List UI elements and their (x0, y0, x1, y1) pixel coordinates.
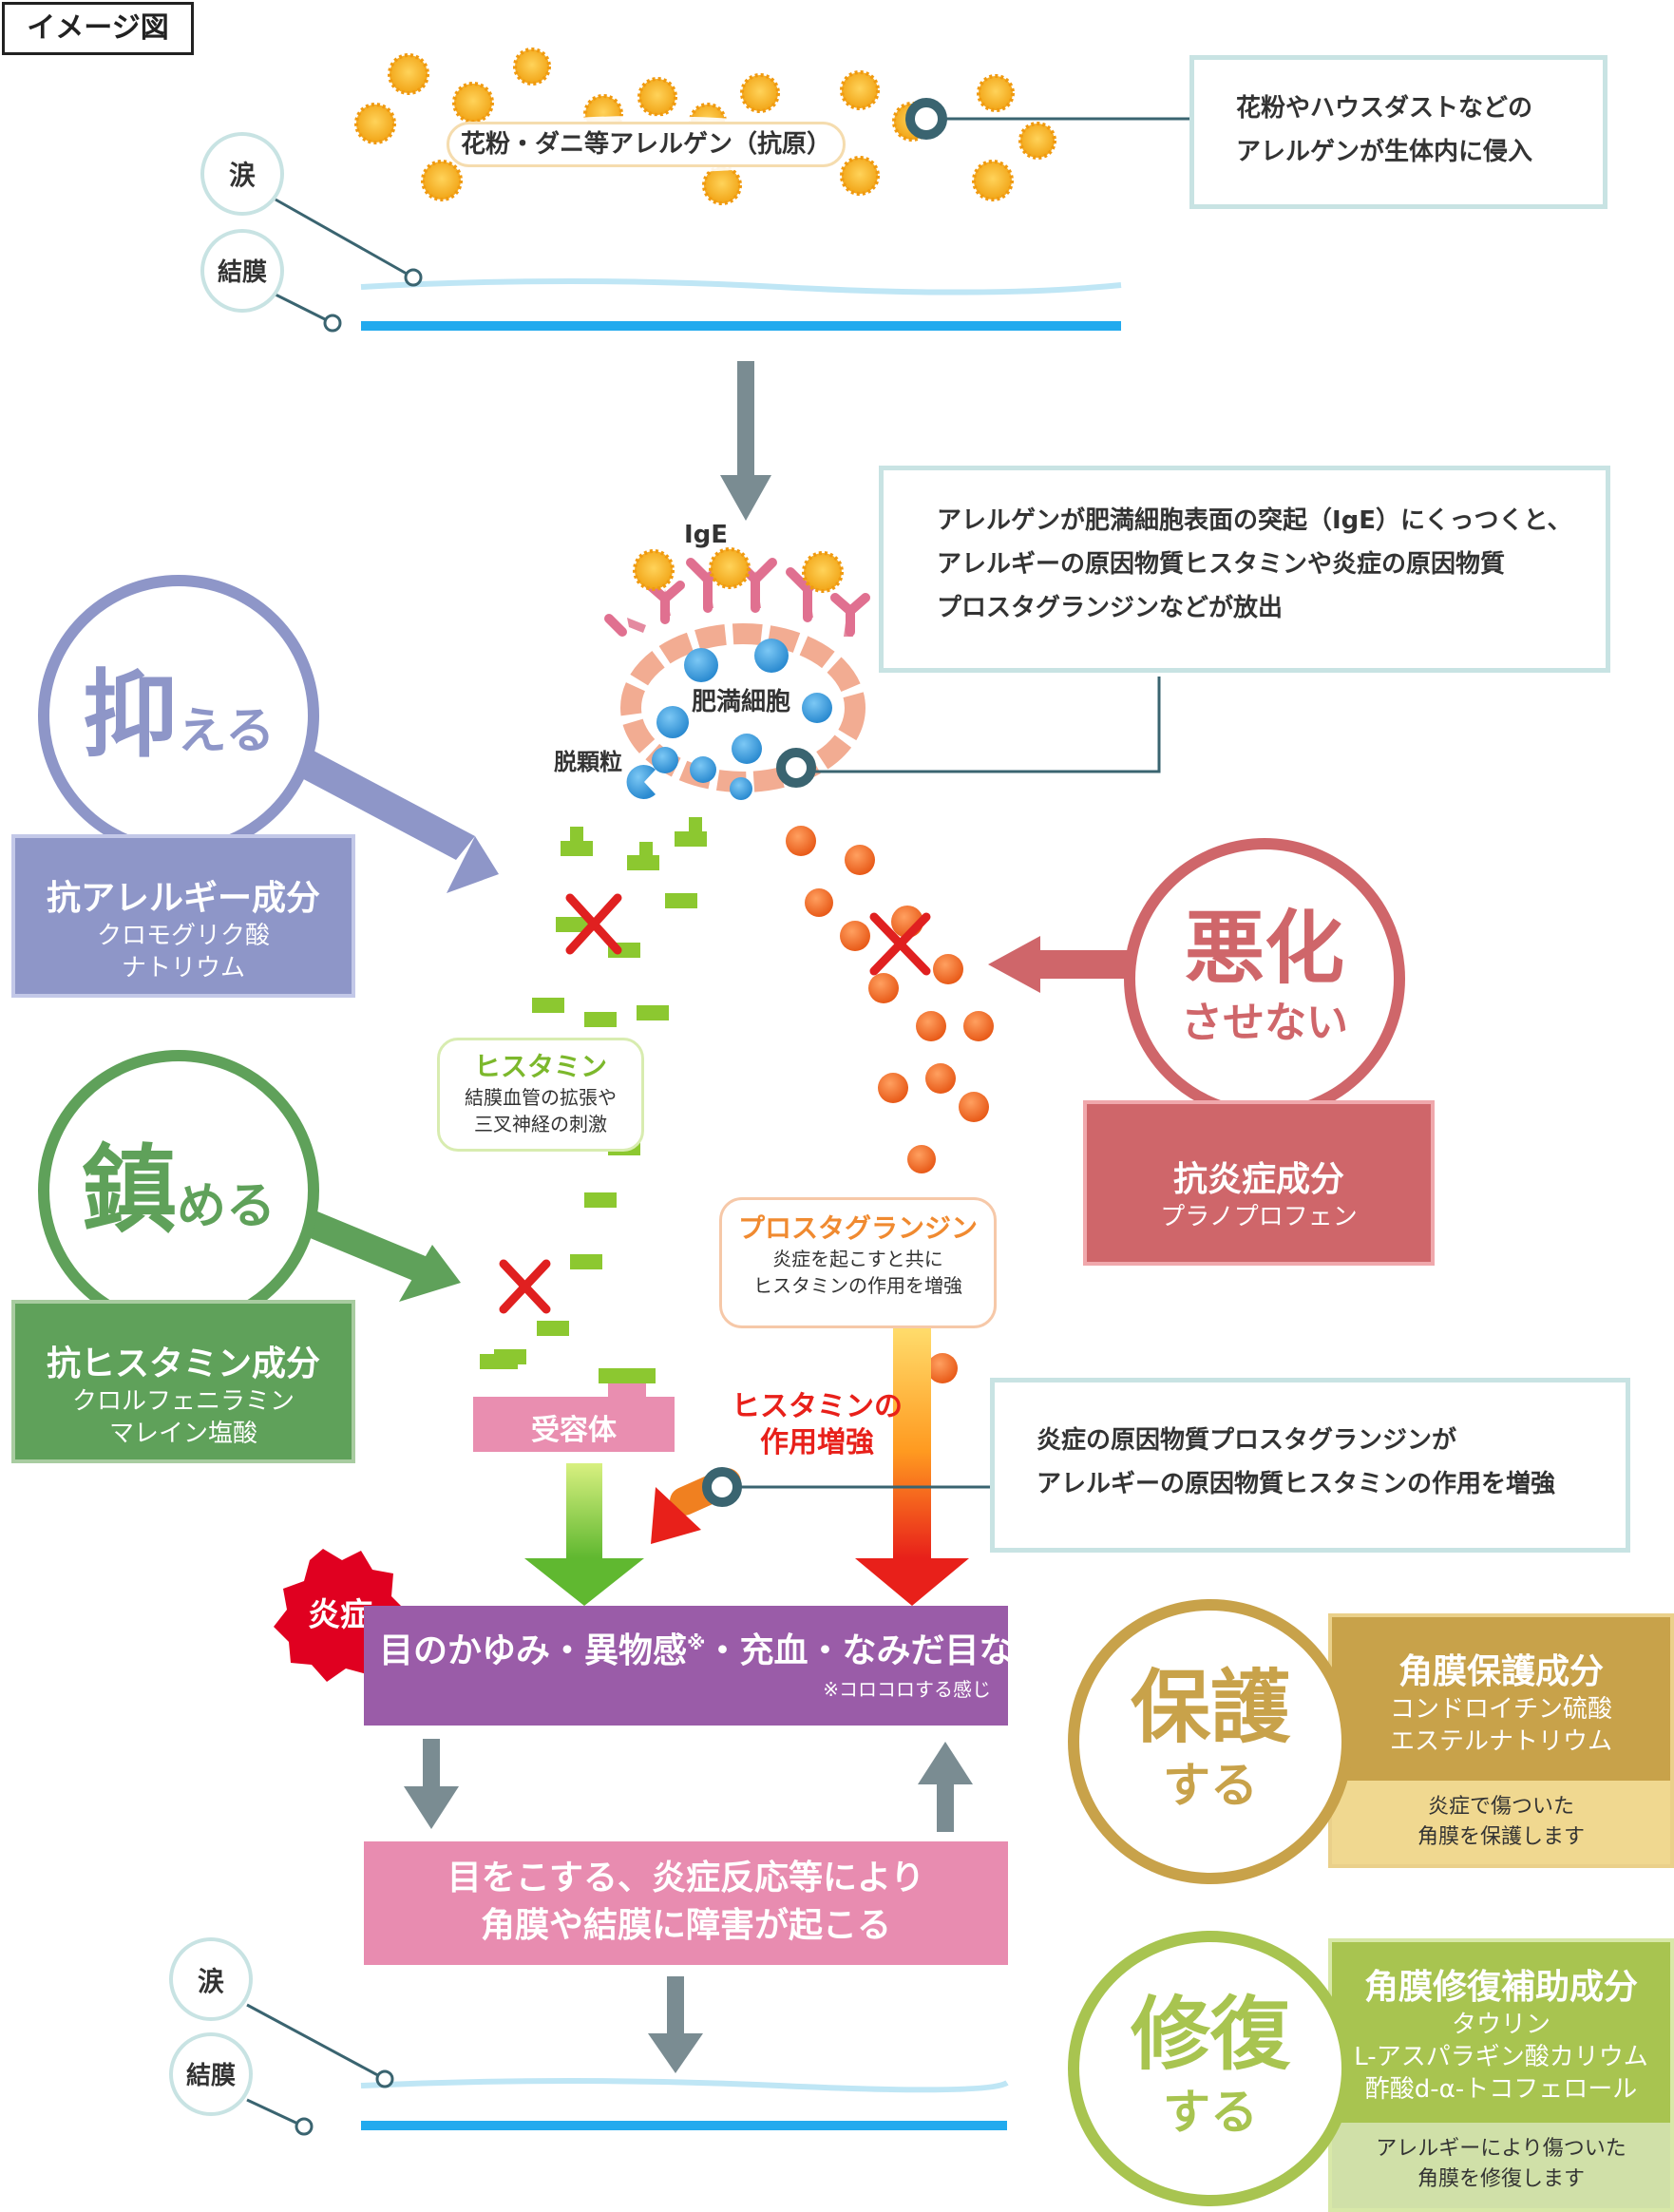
enhance-line2: 作用増強 (760, 1426, 874, 1459)
image-tag: イメージ図 (2, 2, 194, 55)
enhance-line1: ヒスタミンの (732, 1390, 903, 1423)
info-mast-cell: アレルゲンが肥満細胞表面の突起（IgE）にくっつくと、 アレルギーの原因物質ヒス… (879, 466, 1610, 673)
calm-big: 鎮 (81, 1135, 177, 1246)
repair-note1: アレルギーにより傷ついた (1376, 2137, 1626, 2161)
damage-panel: 目をこする、炎症反応等により 角膜や結膜に障害が起こる (364, 1841, 1008, 1965)
damage-line2: 角膜や結膜に障害が起こる (480, 1906, 891, 1945)
tear-label-top: 涙 (228, 160, 256, 191)
corneal-protect-head: 角膜保護成分 コンドロイチン硫酸 エステルナトリウム (1332, 1617, 1670, 1758)
suppress-big: 抑 (82, 659, 178, 771)
repair-note2: 角膜を修復します (1417, 2167, 1585, 2191)
calm-circle: 鎮 める (38, 1050, 319, 1331)
anti-allergy-title: 抗アレルギー成分 (46, 879, 320, 918)
corneal-repair-sub1: タウリン (1451, 2011, 1550, 2039)
ige-label: IgE (684, 521, 729, 549)
anti-inflammatory-panel: 抗炎症成分 プラノプロフェン (1083, 1100, 1435, 1266)
symptoms-panel: 目のかゆみ・異物感※・充血・なみだ目など ※コロコロする感じ (364, 1606, 1047, 1726)
corneal-protect-note: 炎症で傷ついた 角膜を保護します (1332, 1781, 1670, 1864)
conjunctiva-label-bottom: 結膜 (185, 2062, 236, 2090)
anti-allergy-sub2: ナトリウム (121, 954, 245, 982)
protect-note2: 角膜を保護します (1417, 1825, 1585, 1849)
info-allergen-line2: アレルゲンが生体内に侵入 (1236, 138, 1533, 166)
info-prosta-line1: 炎症の原因物質プロスタグランジンが (1037, 1426, 1457, 1455)
corneal-repair-title: 角膜修復補助成分 (1363, 1968, 1638, 2007)
receptor-label: 受容体 (531, 1414, 617, 1447)
damage-line1: 目をこする、炎症反応等により (447, 1859, 925, 1897)
histamine-desc1: 結膜血管の拡張や (465, 1086, 617, 1109)
prostaglandin-desc2: ヒスタミンの作用を増強 (753, 1274, 962, 1297)
protect-note1: 炎症で傷ついた (1427, 1795, 1574, 1819)
symptoms-part-b: ・充血・なみだ目など (705, 1631, 1048, 1670)
antihistamine-sub1: クロルフェニラミン (71, 1387, 295, 1416)
enhance-label: ヒスタミンの 作用増強 (722, 1389, 912, 1461)
info-mast-line1: アレルゲンが肥満細胞表面の突起（IgE）にくっつくと、 (937, 506, 1572, 535)
calm-text: 鎮 める (82, 1143, 276, 1238)
corneal-protect-sub1: コンドロイチン硫酸 (1389, 1695, 1612, 1724)
allergen-label: 花粉・ダニ等アレルゲン（抗原） (447, 122, 846, 167)
symptoms-part-a: 目のかゆみ・異物感 (379, 1631, 688, 1670)
protect-big: 保護 (1130, 1661, 1290, 1754)
histamine-title: ヒスタミン (473, 1051, 607, 1082)
repair-circle: 修復 する (1068, 1931, 1353, 2206)
corneal-repair-sub3: 酢酸d-α-トコフェロール (1364, 2075, 1638, 2104)
antihistamine-sub2: マレイン塩酸 (108, 1420, 257, 1448)
prostaglandin-desc1: 炎症を起こすと共に (772, 1248, 943, 1270)
degranulation-label: 脱顆粒 (554, 749, 622, 775)
anti-inflammatory-sub1: プラノプロフェン (1160, 1203, 1358, 1231)
symptoms-text: 目のかゆみ・異物感※・充血・なみだ目など (379, 1623, 1047, 1672)
anti-inflammatory-title: 抗炎症成分 (1172, 1160, 1344, 1199)
corneal-protect-sub2: エステルナトリウム (1389, 1727, 1612, 1756)
corneal-protect-panel: 角膜保護成分 コンドロイチン硫酸 エステルナトリウム 炎症で傷ついた 角膜を保護… (1328, 1613, 1674, 1868)
suppress-circle: 抑 える (38, 575, 319, 856)
suppress-text: 抑 える (83, 668, 275, 763)
info-prosta-line2: アレルギーの原因物質ヒスタミンの作用を増強 (1037, 1470, 1556, 1498)
symptoms-note: ※コロコロする感じ (823, 1678, 991, 1701)
info-prostaglandin: 炎症の原因物質プロスタグランジンが アレルギーの原因物質ヒスタミンの作用を増強 (990, 1378, 1630, 1553)
prostaglandin-title: プロスタグランジン (737, 1212, 978, 1244)
info-mast-line2: アレルギーの原因物質ヒスタミンや炎症の原因物質 (937, 550, 1506, 579)
antihistamine-title: 抗ヒスタミン成分 (46, 1344, 320, 1383)
repair-big: 修復 (1130, 1988, 1290, 2081)
calm-small: める (176, 1178, 276, 1235)
conjunctiva-label-top: 結膜 (217, 258, 267, 287)
suppress-small: える (177, 703, 276, 760)
info-allergen-entry: 花粉やハウスダストなどの アレルゲンが生体内に侵入 (1189, 55, 1607, 209)
protect-small: する (1163, 1758, 1258, 1813)
tear-label-bottom: 涙 (197, 1966, 224, 1997)
anti-allergy-sub1: クロモグリク酸 (96, 922, 270, 950)
prevent-big: 悪化 (1184, 902, 1344, 995)
corneal-repair-sub2: L-アスパラギン酸カリウム (1354, 2043, 1648, 2071)
corneal-protect-title: 角膜保護成分 (1398, 1652, 1604, 1691)
inflammation-badge: 炎症 (308, 1596, 372, 1634)
symptoms-mark: ※ (687, 1631, 706, 1654)
repair-small: する (1163, 2085, 1258, 2140)
info-allergen-line1: 花粉やハウスダストなどの (1236, 94, 1533, 123)
anti-allergy-panel: 抗アレルギー成分 クロモグリク酸 ナトリウム (11, 834, 355, 998)
mast-cell-label: 肥満細胞 (692, 682, 791, 717)
info-mast-line3: プロスタグランジンなどが放出 (937, 594, 1284, 622)
corneal-repair-note: アレルギーにより傷ついた 角膜を修復します (1332, 2123, 1670, 2208)
histamine-desc2: 三叉神経の刺激 (474, 1113, 607, 1135)
prostaglandin-bubble: プロスタグランジン 炎症を起こすと共に ヒスタミンの作用を増強 (719, 1197, 997, 1328)
corneal-repair-head: 角膜修復補助成分 タウリン L-アスパラギン酸カリウム 酢酸d-α-トコフェロー… (1332, 1942, 1670, 2106)
prevent-circle: 悪化 させない (1124, 838, 1405, 1119)
antihistamine-panel: 抗ヒスタミン成分 クロルフェニラミン マレイン塩酸 (11, 1300, 355, 1463)
prevent-small: させない (1181, 999, 1348, 1047)
histamine-bubble: ヒスタミン 結膜血管の拡張や 三叉神経の刺激 (437, 1038, 644, 1152)
protect-circle: 保護 する (1068, 1599, 1353, 1884)
corneal-repair-panel: 角膜修復補助成分 タウリン L-アスパラギン酸カリウム 酢酸d-α-トコフェロー… (1328, 1938, 1674, 2212)
